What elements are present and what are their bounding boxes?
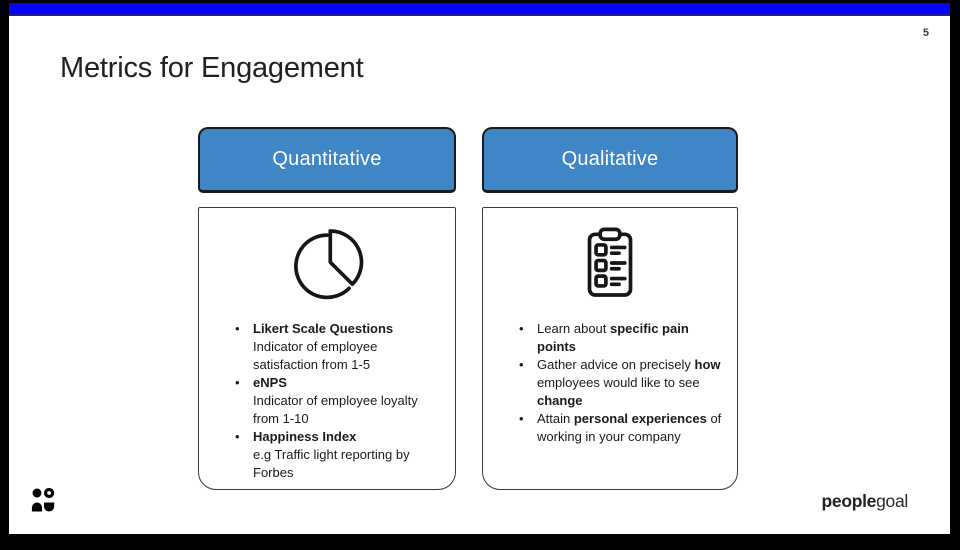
slide-canvas <box>9 16 950 534</box>
wordmark-goal: goal <box>876 491 908 511</box>
peoplegoal-wordmark: peoplegoal <box>822 491 909 512</box>
bullet-list: Likert Scale Questions Indicator of empl… <box>199 320 455 481</box>
quantitative-header: Quantitative <box>198 127 456 193</box>
column-quantitative: Quantitative Likert Scale Questions Indi… <box>198 127 456 490</box>
qualitative-header: Qualitative <box>482 127 738 193</box>
qualitative-card: Learn about specific pain pointsGather a… <box>482 207 738 490</box>
quantitative-header-label: Quantitative <box>272 148 382 170</box>
top-accent-bar <box>9 3 950 16</box>
bullet-item: eNPS Indicator of employee loyalty from … <box>233 374 441 428</box>
bullet-item: Learn about specific pain points <box>517 320 723 356</box>
column-qualitative: Qualitative Learn about specifi <box>482 127 738 490</box>
quantitative-card: Likert Scale Questions Indicator of empl… <box>198 207 456 490</box>
bullet-item: Likert Scale Questions Indicator of empl… <box>233 320 441 374</box>
qualitative-header-label: Qualitative <box>561 148 659 170</box>
pie-chart-icon <box>286 222 368 304</box>
wordmark-people: people <box>821 491 877 511</box>
bullet-item: Attain personal experiences of working i… <box>517 410 723 446</box>
page-number: 5 <box>922 27 929 39</box>
bullet-list: Learn about specific pain pointsGather a… <box>483 320 737 446</box>
bullet-item: Happiness Index e.g Traffic light report… <box>233 428 441 482</box>
clipboard-checklist-icon <box>569 222 651 304</box>
peoplegoal-people-icon <box>30 487 58 513</box>
slide-title: Metrics for Engagement <box>60 52 364 84</box>
bullet-item: Gather advice on precisely how employees… <box>517 356 723 410</box>
